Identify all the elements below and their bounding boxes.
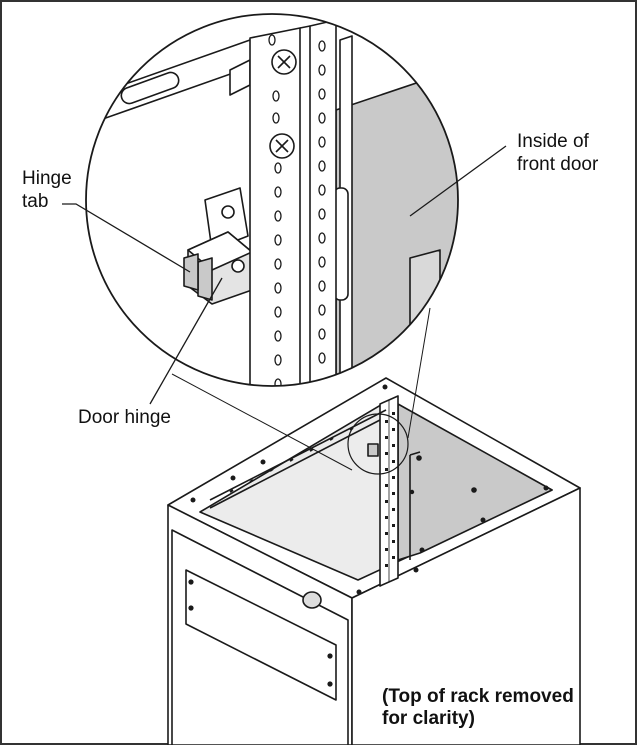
callout-connector: [407, 307, 431, 439]
hinge-bracket: [204, 187, 249, 251]
label-inside-front-door: Inside of front door: [517, 131, 599, 175]
rack-blank-panel: [185, 569, 337, 701]
panel-screw: [188, 579, 194, 585]
rack-side-face: [351, 487, 581, 745]
rail-slots-right: [318, 40, 326, 364]
cable-hole: [302, 591, 322, 609]
hinge-tab-part: [183, 253, 199, 291]
rack-hinge-small: [367, 443, 379, 457]
rail-holes: [385, 412, 395, 567]
callout-connector: [171, 373, 353, 471]
label-hinge-tab: Hinge tab: [22, 168, 72, 212]
panel-screw: [327, 681, 333, 687]
leader-door-hinge: [149, 277, 223, 405]
leader-inside-door: [409, 145, 507, 217]
door-inner-panel: [335, 64, 458, 386]
panel-screw: [327, 653, 333, 659]
leader-lines: [62, 145, 507, 405]
detail-callout-circle: [347, 413, 409, 475]
rim-screws: [190, 384, 549, 595]
magnified-detail: [85, 13, 459, 387]
panel-screw: [188, 605, 194, 611]
rail-slots-left: [268, 34, 282, 386]
rack-cabinet: [167, 377, 581, 745]
label-door-hinge: Door hinge: [78, 407, 171, 428]
label-top-removed-note: (Top of rack removed for clarity): [382, 686, 574, 729]
leader-hinge-tab: [62, 203, 191, 273]
